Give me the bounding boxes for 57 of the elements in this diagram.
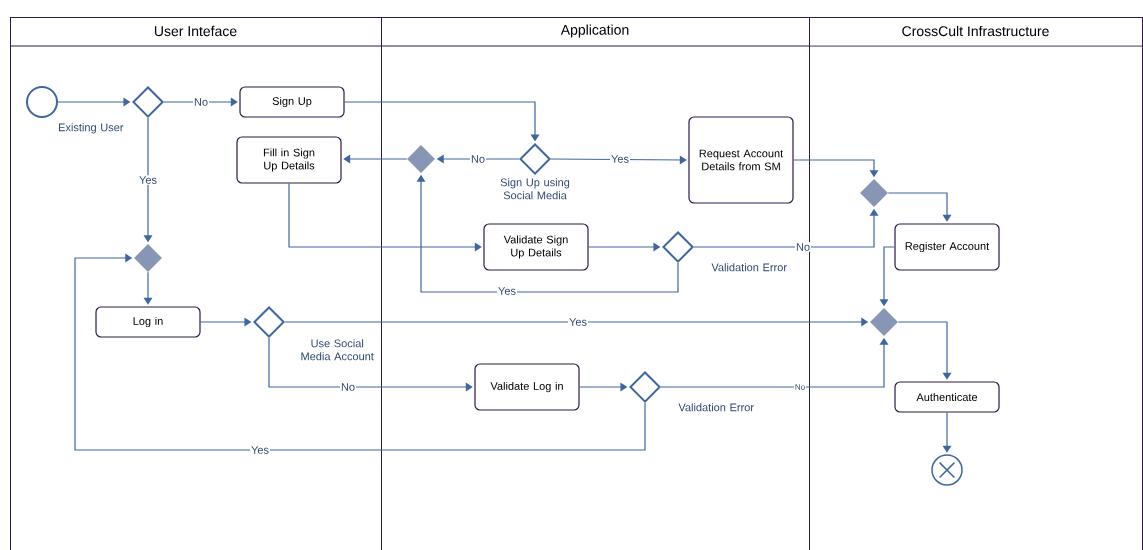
decision-diamond xyxy=(253,306,285,338)
arrow xyxy=(660,337,889,388)
arrow xyxy=(268,337,473,392)
activity-box: Fill in Sign Up Details xyxy=(236,136,342,184)
edge-label: Yes xyxy=(250,445,270,455)
edge-label: Yes xyxy=(610,154,630,164)
edge-label: No xyxy=(795,242,812,252)
arrow xyxy=(416,174,679,293)
edge-label: No xyxy=(340,382,357,392)
decision-diamond xyxy=(629,371,661,403)
arrow xyxy=(143,271,153,305)
edge-label: No xyxy=(793,383,807,391)
edge-label: Yes xyxy=(497,286,517,296)
decision-label: Validation Error xyxy=(711,263,787,272)
arrow xyxy=(887,192,952,222)
edge-label: Yes xyxy=(568,317,588,327)
arrow xyxy=(143,117,153,243)
decision-label: Existing User xyxy=(59,123,124,134)
activity-box: Authenticate xyxy=(894,381,1000,413)
arrow xyxy=(57,97,131,107)
edge-label: Yes xyxy=(138,175,158,185)
merge-diamond xyxy=(870,308,898,336)
activity-box: Request Account Details from SM xyxy=(688,116,794,204)
edge-label: No xyxy=(192,97,210,107)
arrow xyxy=(200,317,252,327)
arrow xyxy=(897,321,952,380)
arrow xyxy=(579,382,628,392)
arrow xyxy=(284,317,869,327)
arrow xyxy=(436,154,520,164)
arrow xyxy=(74,253,646,451)
activity-box: Log in xyxy=(95,306,201,338)
decision-label: Validation Error xyxy=(678,403,754,412)
arrow xyxy=(793,159,879,178)
activity-box: Register Account xyxy=(894,223,1000,271)
start-node xyxy=(26,86,58,118)
arrow xyxy=(693,208,879,248)
end-node xyxy=(931,454,963,486)
decision-diamond xyxy=(662,231,694,263)
edge-label: No xyxy=(470,154,487,164)
decision-diamond xyxy=(519,143,551,175)
arrow xyxy=(550,155,687,165)
activity-box: Validate Log in xyxy=(474,363,580,411)
activity-box: Validate Sign Up Details xyxy=(483,223,589,271)
arrow xyxy=(163,97,238,107)
decision-label: Sign Up using Social Media xyxy=(500,178,570,200)
arrow xyxy=(588,242,661,252)
arrow xyxy=(288,183,482,252)
arrow xyxy=(879,246,895,307)
merge-diamond xyxy=(860,179,888,207)
arrow xyxy=(344,101,540,142)
decision-label: Use Social Media Account xyxy=(301,339,374,361)
merge-diamond xyxy=(134,244,162,272)
merge-diamond xyxy=(407,145,435,173)
arrow xyxy=(942,412,952,453)
activity-box: Sign Up xyxy=(239,86,345,118)
arrow xyxy=(343,154,408,164)
decision-diamond xyxy=(132,86,164,118)
